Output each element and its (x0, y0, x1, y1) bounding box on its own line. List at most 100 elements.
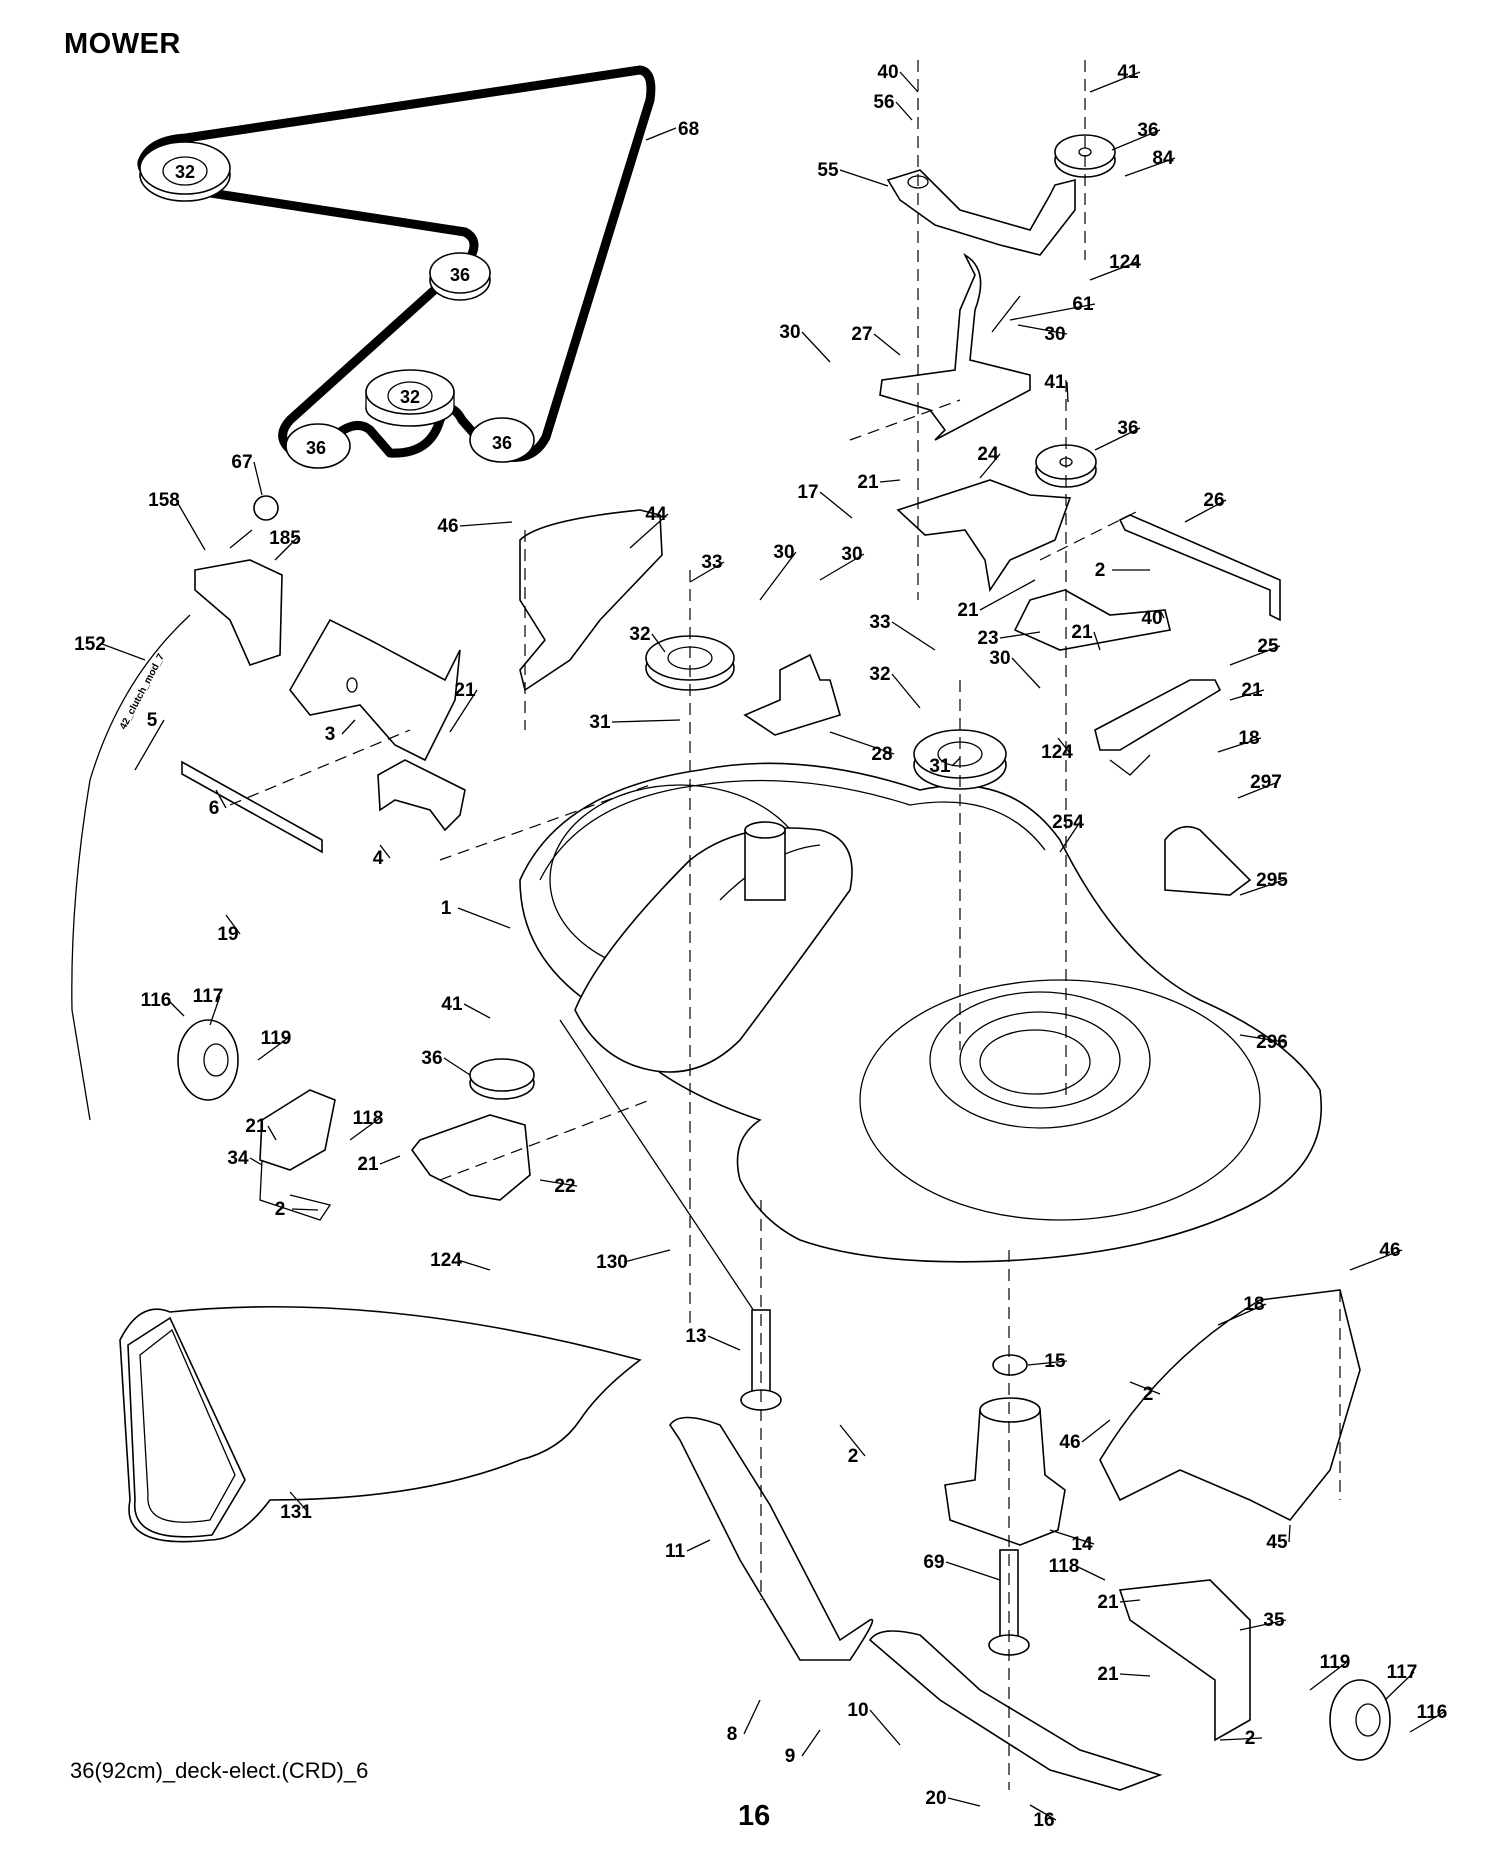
callout-18: 18 (1217, 1294, 1267, 1326)
part-number-label: 32 (629, 624, 650, 645)
leader-line (1075, 1565, 1106, 1581)
leader-line (1237, 781, 1279, 799)
bracket-22 (410, 1114, 531, 1201)
leader-line (225, 914, 241, 935)
leader-line (1009, 303, 1096, 321)
callout-36: 36 (421, 1048, 471, 1076)
deflector-295 (1164, 825, 1252, 896)
part-number-label: 124 (1109, 252, 1141, 273)
callout-46: 46 (1059, 1419, 1111, 1453)
callout-61: 61 (1009, 294, 1096, 321)
leader-line (686, 1539, 711, 1552)
callout-116: 116 (141, 990, 185, 1017)
leader-line (257, 1037, 289, 1061)
leader-line (1057, 737, 1070, 753)
part-number-label: 152 (74, 634, 106, 655)
leader-line (175, 499, 206, 551)
part-number-label: 40 (877, 62, 898, 83)
leader-line (951, 757, 961, 767)
callout-2: 2 (839, 1424, 866, 1467)
callout-40: 40 (877, 62, 919, 93)
callout-46: 46 (1349, 1240, 1403, 1271)
leader-line (1129, 1381, 1161, 1395)
leader-line (1217, 737, 1262, 753)
leader-line (267, 1125, 277, 1141)
part-number-label: 21 (1071, 622, 1093, 643)
page-number: 16 (738, 1800, 771, 1832)
knob-67 (253, 495, 279, 521)
part-number-label: 21 (1097, 1592, 1119, 1613)
callout-124: 124 (1041, 737, 1073, 763)
part-number-label: 21 (1097, 1664, 1119, 1685)
callout-30: 30 (759, 542, 797, 601)
part-number-label: 26 (1203, 490, 1224, 511)
leader-line (623, 1249, 671, 1263)
leader-line (1288, 1524, 1291, 1543)
belt-pulley-32-center: 32 (365, 369, 455, 427)
leader-line (1059, 821, 1081, 853)
bracket-24 (896, 479, 1072, 593)
leader-line (743, 1699, 761, 1735)
part-number-label: 117 (193, 986, 224, 1007)
callout-2: 2 (1129, 1381, 1161, 1405)
callout-297: 297 (1237, 772, 1282, 799)
callout-34: 34 (227, 1148, 263, 1169)
callout-14: 14 (1049, 1529, 1095, 1555)
callout-69: 69 (923, 1552, 1001, 1581)
link-6 (181, 760, 323, 854)
leader-line (1049, 1529, 1095, 1545)
part-number-label: 17 (797, 482, 818, 503)
leader-line (611, 719, 681, 723)
leader-line (341, 719, 356, 735)
callout-25: 25 (1229, 636, 1281, 666)
callout-119: 119 (1309, 1652, 1351, 1691)
callout-55: 55 (817, 160, 889, 187)
part-number-label: 45 (1266, 1532, 1288, 1553)
spindle-housing-14 (944, 1397, 1066, 1546)
callout-36: 36 (1111, 120, 1161, 151)
bracket-34 (259, 1089, 336, 1221)
part-number-label: 61 (1072, 294, 1094, 315)
leader-line (839, 169, 889, 187)
callout-11: 11 (665, 1539, 711, 1562)
leader-line (1184, 499, 1227, 523)
leader-line (1094, 427, 1141, 451)
part-number-label: 254 (1052, 812, 1084, 833)
part-number-label: 30 (779, 322, 800, 343)
leader-line (899, 71, 919, 93)
leader-line (879, 479, 901, 483)
callout-41: 41 (441, 994, 491, 1019)
callout-26: 26 (1184, 490, 1227, 523)
belt-pulley-32-top: 32 (139, 141, 231, 202)
leader-line (1066, 381, 1069, 403)
part-number-label: 21 (957, 600, 979, 621)
pulley-label: 32 (400, 387, 420, 407)
part-number-label: 1 (441, 898, 452, 919)
bracket-28 (743, 653, 841, 736)
callout-21: 21 (1097, 1592, 1141, 1613)
callout-15: 15 (1027, 1351, 1068, 1372)
leader-line (1384, 1671, 1415, 1701)
leader-line (443, 1057, 471, 1076)
part-number-label: 15 (1044, 1351, 1066, 1372)
part-number-label: 44 (645, 504, 667, 525)
clutch-switch-185 (194, 529, 283, 666)
leader-line (1119, 1673, 1151, 1677)
leader-line (1309, 1661, 1348, 1691)
callout-84: 84 (1124, 148, 1176, 177)
callout-13: 13 (685, 1326, 741, 1351)
part-number-label: 158 (148, 490, 180, 511)
pulley-36-lower (469, 1058, 535, 1100)
callout-130: 130 (596, 1249, 671, 1273)
blade-16 (868, 1630, 1163, 1791)
leader-line (1027, 1360, 1068, 1366)
part-number-label: 119 (1320, 1652, 1351, 1673)
belt-label: 68 (678, 119, 699, 140)
part-number-label: 297 (1250, 772, 1282, 793)
part-number-label: 46 (1379, 1240, 1400, 1261)
bracket-3 (289, 618, 461, 762)
bracket-27 (879, 252, 1031, 441)
callout-21: 21 (357, 1154, 401, 1175)
callout-21: 21 (857, 472, 901, 493)
